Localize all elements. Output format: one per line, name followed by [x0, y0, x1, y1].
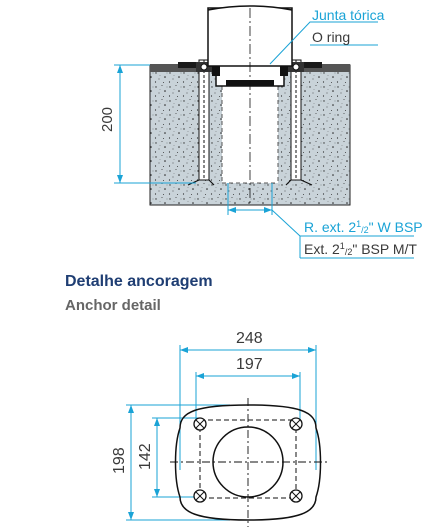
bolt-top-right: [289, 417, 303, 431]
oring-leader: [269, 21, 378, 65]
anchor-bolt-right: [285, 59, 313, 186]
depth-dimension: 200: [99, 64, 196, 184]
base-plate-outline: [174, 404, 322, 521]
oring-label-pt: Junta tórica: [312, 7, 385, 23]
oring-label-en: O ring: [312, 29, 350, 45]
inner-height-dim: 142: [137, 443, 154, 470]
outer-height-dim: 198: [111, 447, 128, 474]
anchor-bolt-left: [187, 59, 215, 186]
thread-label-en: Ext. 21/2" BSP M/T: [304, 241, 417, 257]
pole: [207, 5, 293, 205]
anchor-title-pt: Detalhe ancoragem: [65, 273, 213, 290]
depth-dim-label: 200: [99, 107, 116, 132]
plan-view: 248 197 198 142: [111, 330, 328, 527]
inner-width-dim: 197: [236, 356, 263, 373]
anchor-title-en: Anchor detail: [65, 297, 161, 314]
section-view: Junta tórica O ring 200 R. ext. 21/2" W …: [99, 5, 423, 259]
bolt-pattern: [199, 419, 297, 499]
outer-width-dim: 248: [236, 330, 263, 347]
thread-label-pt: R. ext. 21/2" W BSP: [304, 219, 423, 235]
bolt-bottom-right: [289, 489, 303, 503]
bolt-top-left: [193, 417, 207, 431]
bolt-bottom-left: [193, 489, 207, 503]
thread-dimension: [227, 183, 414, 259]
